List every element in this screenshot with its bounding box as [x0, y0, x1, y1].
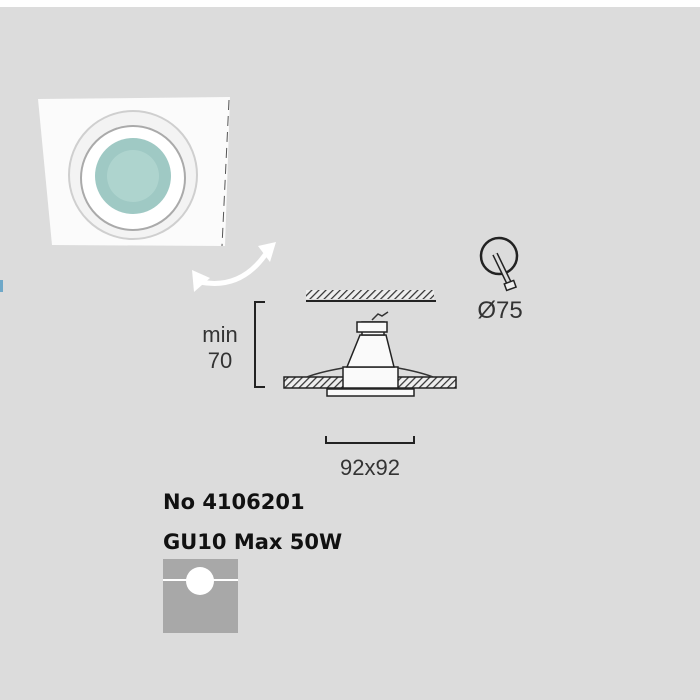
hole-saw-icon [479, 236, 519, 292]
product-number: No 4106201 [163, 490, 305, 514]
depth-label-value: 70 [207, 348, 233, 373]
left-edge-mark [0, 280, 3, 292]
lamp-spec: GU10 Max 50W [163, 530, 343, 554]
depth-dimension: min 70 [195, 322, 245, 374]
hole-diameter: Ø75 [477, 297, 523, 324]
tilt-arrow-icon [192, 242, 276, 292]
color-swatch [163, 559, 238, 633]
product-photo [38, 97, 230, 247]
installation-drawing [254, 290, 457, 444]
cutout-dimension: 92x92 [340, 455, 400, 480]
top-strip [0, 0, 700, 7]
depth-label-min: min [202, 322, 238, 347]
